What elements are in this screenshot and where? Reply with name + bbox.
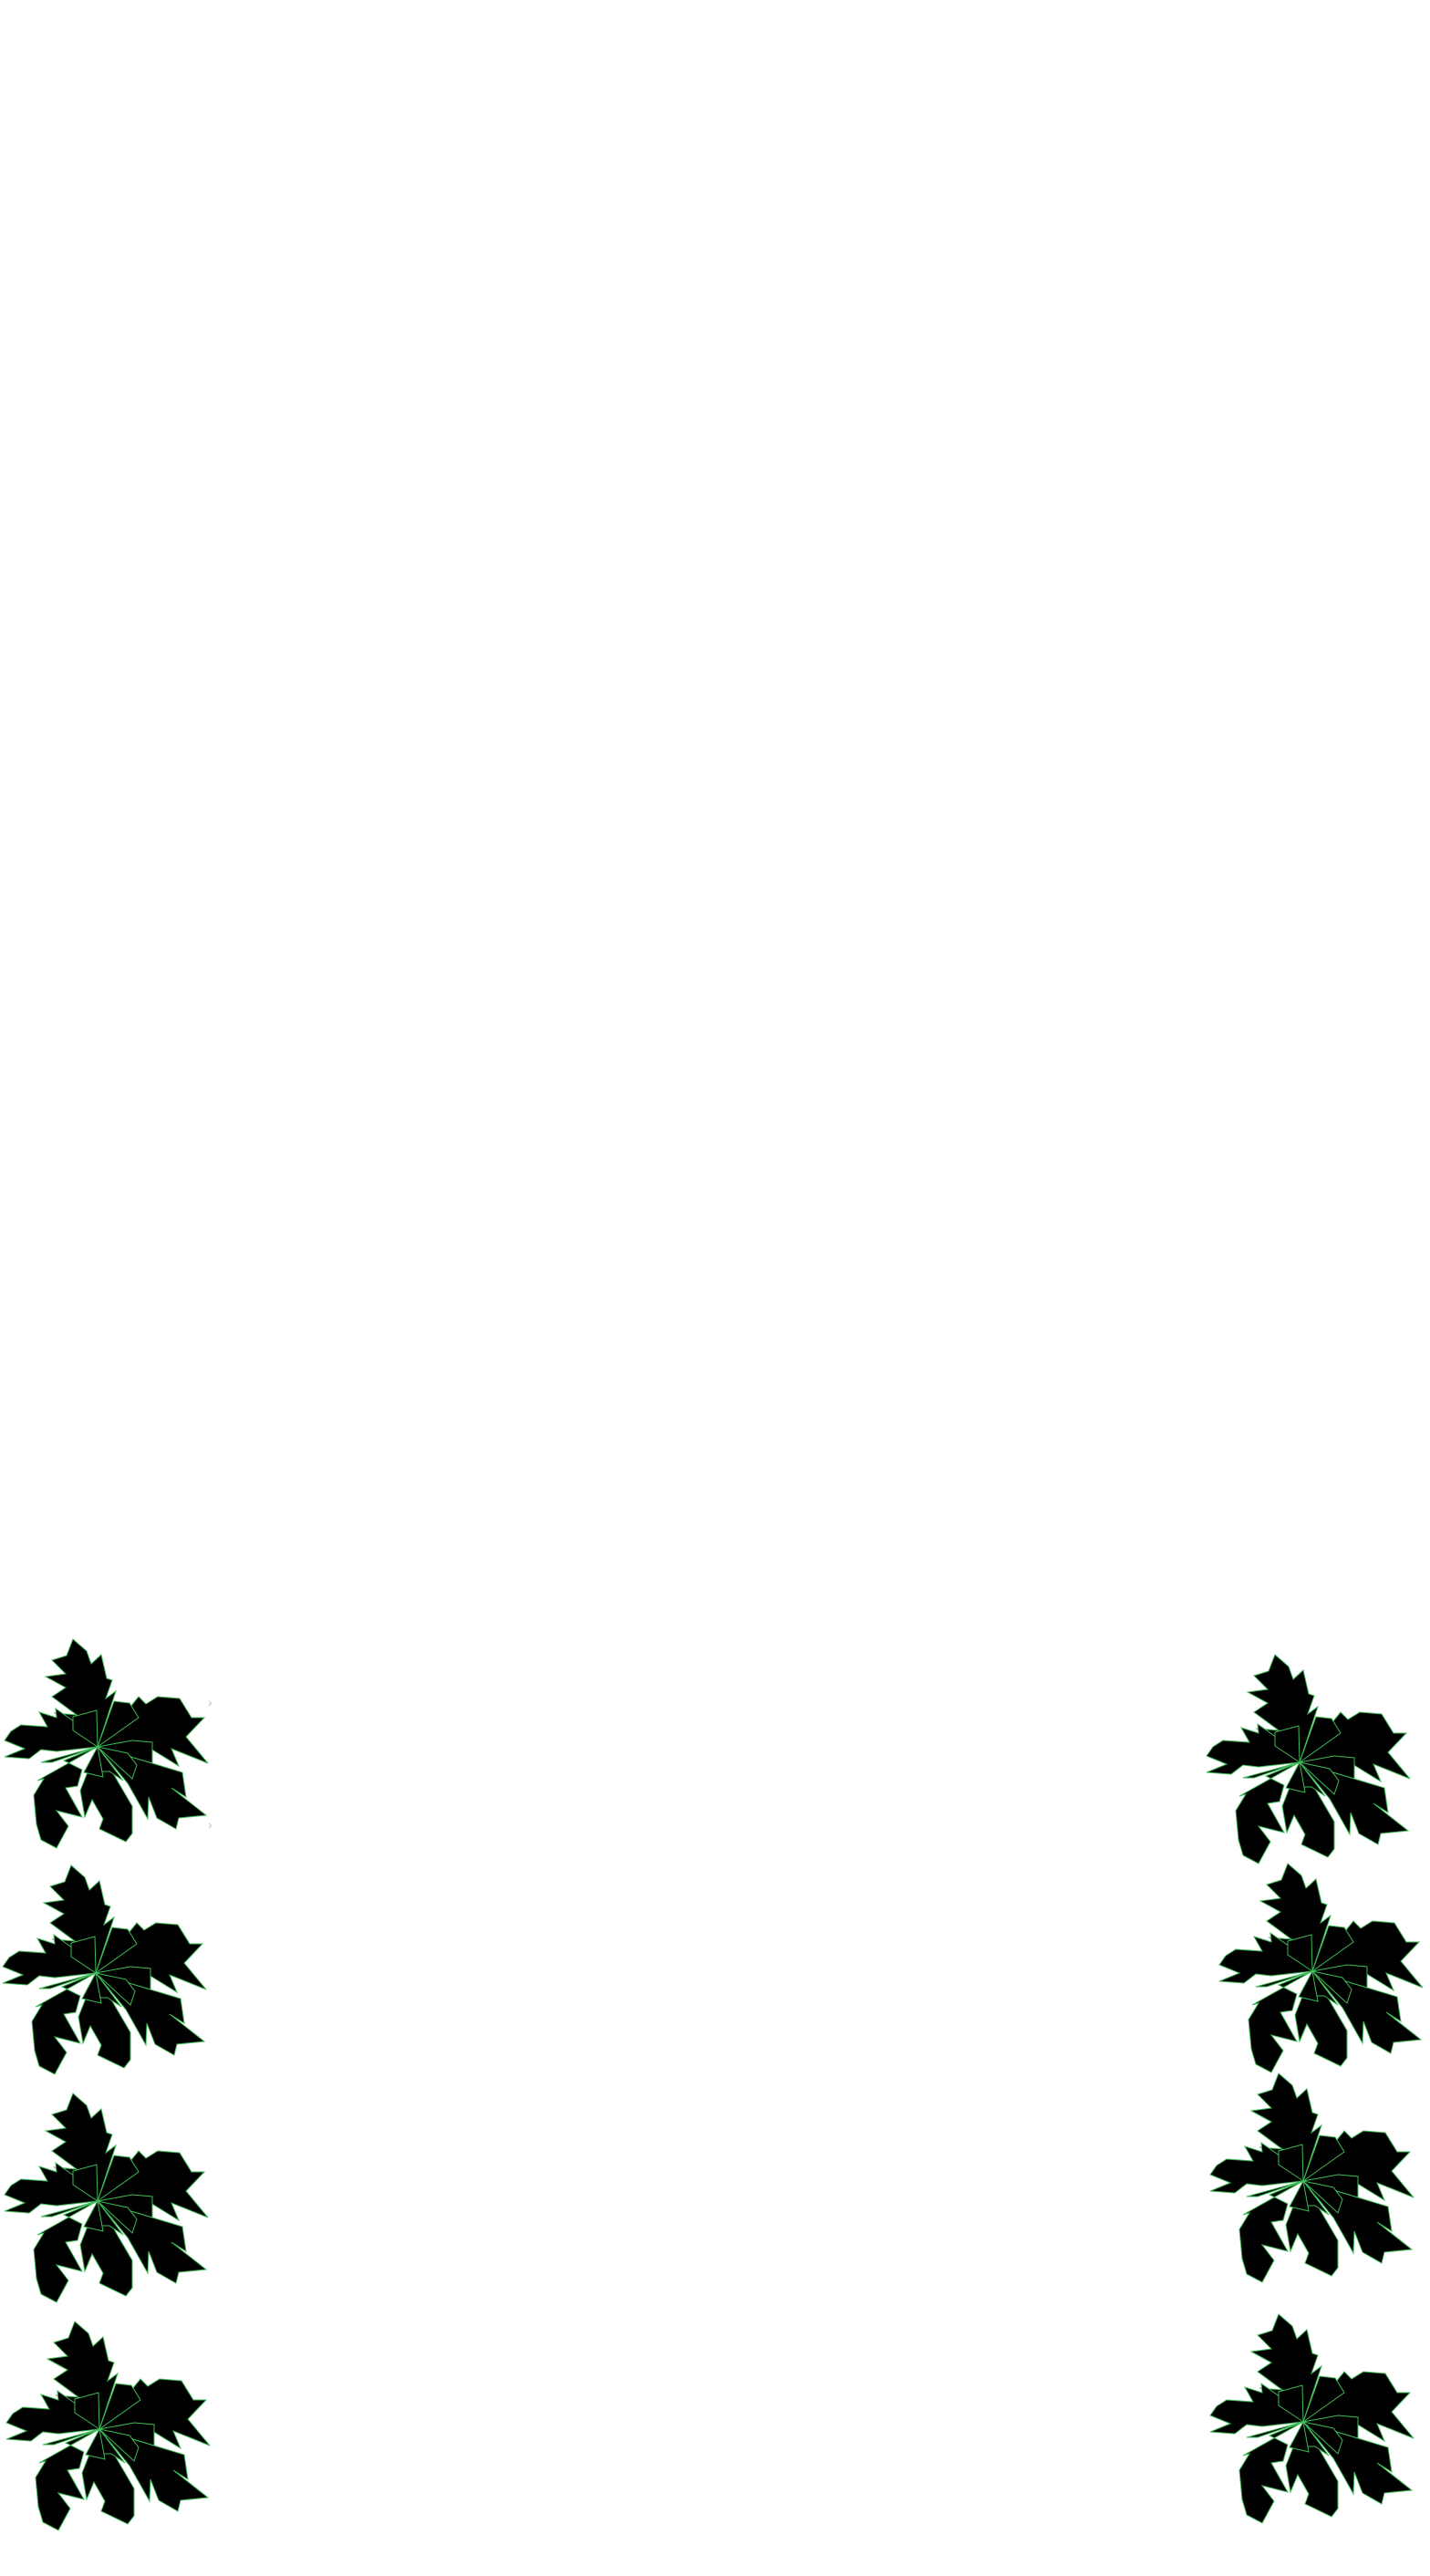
leaf-icon <box>1202 1639 1414 1867</box>
leaf-icon <box>1206 2058 1417 2286</box>
chevron-right-icon: › <box>208 1695 212 1709</box>
leaf-icon <box>1215 1848 1426 2076</box>
chevron-right-icon: › <box>208 1817 212 1832</box>
leaf-icon <box>2 2306 213 2534</box>
leaf-icon <box>0 2078 212 2306</box>
leaf-icon <box>0 1850 210 2078</box>
leaf-icon <box>1206 2299 1417 2527</box>
leaf-icon <box>0 1624 212 1852</box>
